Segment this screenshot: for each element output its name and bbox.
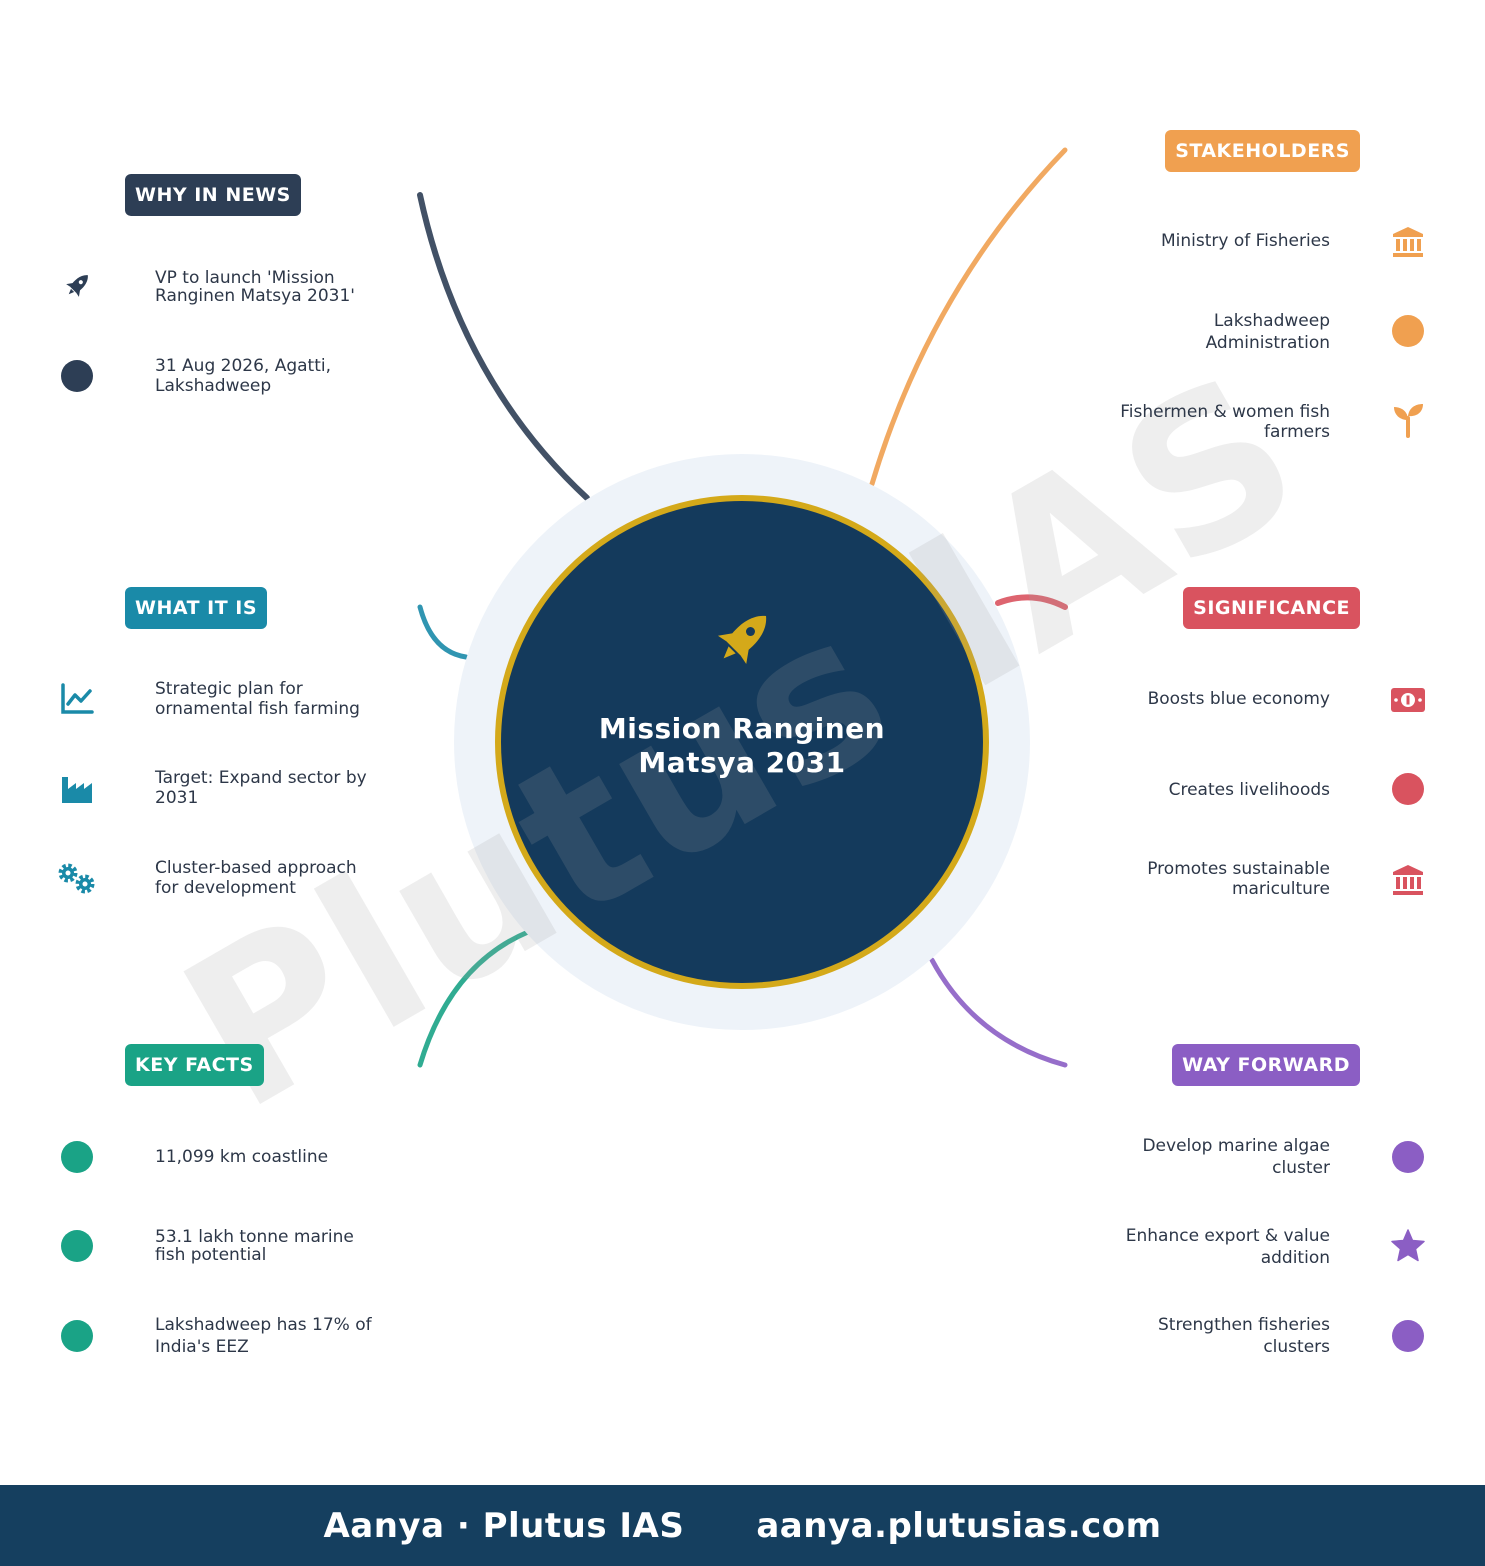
footer-bar: Aanya · Plutus IAS aanya.plutusias.com xyxy=(0,1485,1485,1566)
circle-icon xyxy=(57,1316,97,1356)
item-line: ornamental fish farming xyxy=(155,699,360,719)
stakeholders-item-2: Lakshadweep Administration xyxy=(1090,311,1330,353)
chart-line-icon xyxy=(57,679,97,719)
connector-stakeholders xyxy=(869,147,1068,487)
item-line: VP to launch 'Mission xyxy=(155,268,335,288)
item-line: clusters xyxy=(1263,1337,1330,1357)
footer-url[interactable]: aanya.plutusias.com xyxy=(756,1505,1162,1546)
item-line: 53.1 lakh tonne marine xyxy=(155,1227,354,1247)
circle-icon xyxy=(1388,1316,1428,1356)
item-line: Ranginen Matsya 2031' xyxy=(155,286,355,306)
gears-icon xyxy=(57,858,97,898)
way-forward-item-3: Strengthen fisheries clusters xyxy=(1090,1315,1330,1357)
item-line: Lakshadweep xyxy=(1213,311,1330,331)
what-it-is-item-3: Cluster-based approach for development xyxy=(155,858,395,898)
item-line: fish potential xyxy=(155,1245,267,1265)
significance-item-2: Creates livelihoods xyxy=(1090,780,1330,800)
center-title-line2: Matsya 2031 xyxy=(638,746,846,779)
star-icon xyxy=(1388,1226,1428,1266)
significance-item-1: Boosts blue economy xyxy=(1090,689,1330,709)
item-line: Ministry of Fisheries xyxy=(1160,231,1330,251)
what-it-is-item-1: Strategic plan for ornamental fish farmi… xyxy=(155,679,395,719)
badge-why-in-news: WHY IN NEWS xyxy=(125,174,301,216)
landmark-icon xyxy=(1388,222,1428,262)
item-line: India's EEZ xyxy=(155,1337,249,1357)
badge-what-it-is: WHAT IT IS xyxy=(125,587,268,629)
circle-icon xyxy=(57,1226,97,1266)
badge-way-forward: WAY FORWARD xyxy=(1172,1044,1360,1086)
stakeholders-item-3: Fishermen & women fish farmers xyxy=(1090,402,1330,442)
circle-icon xyxy=(57,356,97,396)
way-forward-item-2: Enhance export & value addition xyxy=(1090,1226,1330,1268)
center-node xyxy=(495,495,989,989)
item-line: Fishermen & women fish xyxy=(1120,402,1330,422)
key-facts-item-3: Lakshadweep has 17% of India's EEZ xyxy=(155,1315,395,1357)
circle-icon xyxy=(1388,311,1428,351)
item-line: Cluster-based approach xyxy=(155,858,357,878)
badge-stakeholders: STAKEHOLDERS xyxy=(1165,130,1360,172)
connector-way-forward xyxy=(929,957,1068,1068)
badge-significance: SIGNIFICANCE xyxy=(1183,587,1360,629)
item-line: Creates livelihoods xyxy=(1168,780,1330,800)
industry-icon xyxy=(57,769,97,809)
item-line: Target: Expand sector by xyxy=(155,768,367,788)
connector-what-it-is xyxy=(417,604,469,660)
item-line: Lakshadweep xyxy=(155,376,272,396)
key-facts-item-1: 11,099 km coastline xyxy=(155,1147,395,1167)
circle-icon xyxy=(1388,769,1428,809)
badge-key-facts: KEY FACTS xyxy=(125,1044,264,1086)
rocket-icon xyxy=(57,266,97,306)
why-in-news-item-1: VP to launch 'Mission Ranginen Matsya 20… xyxy=(155,268,395,306)
item-line: Develop marine algae xyxy=(1142,1136,1330,1156)
center-title: Mission Ranginen Matsya 2031 xyxy=(542,712,942,780)
item-line: 31 Aug 2026, Agatti, xyxy=(155,356,332,376)
item-line: Enhance export & value xyxy=(1125,1226,1330,1246)
connector-key-facts xyxy=(417,929,531,1068)
connector-why-in-news xyxy=(417,192,590,501)
footer-brand: Aanya · Plutus IAS xyxy=(323,1505,685,1546)
what-it-is-item-2: Target: Expand sector by 2031 xyxy=(155,768,395,808)
center-title-line1: Mission Ranginen xyxy=(598,712,886,745)
item-line: Promotes sustainable xyxy=(1147,859,1330,879)
item-line: 2031 xyxy=(155,788,199,808)
connector-significance xyxy=(995,594,1068,610)
circle-icon xyxy=(1388,1137,1428,1177)
item-line: for development xyxy=(155,878,296,898)
money-bill-icon xyxy=(1388,680,1428,720)
way-forward-item-1: Develop marine algae cluster xyxy=(1090,1136,1330,1178)
item-line: Boosts blue economy xyxy=(1147,689,1330,709)
significance-item-3: Promotes sustainable mariculture xyxy=(1090,859,1330,899)
seedling-icon xyxy=(1388,400,1428,440)
item-line: mariculture xyxy=(1231,879,1330,899)
item-line: cluster xyxy=(1272,1158,1330,1178)
circle-icon xyxy=(57,1137,97,1177)
item-line: Strategic plan for xyxy=(155,679,303,699)
item-line: Strengthen fisheries xyxy=(1157,1315,1330,1335)
item-line: farmers xyxy=(1264,422,1330,442)
stakeholders-item-1: Ministry of Fisheries xyxy=(1090,231,1330,251)
item-line: Lakshadweep has 17% of xyxy=(155,1315,372,1335)
item-line: 11,099 km coastline xyxy=(155,1147,329,1167)
item-line: Administration xyxy=(1205,333,1330,353)
item-line: addition xyxy=(1260,1248,1330,1268)
landmark-icon xyxy=(1388,860,1428,900)
why-in-news-item-2: 31 Aug 2026, Agatti, Lakshadweep xyxy=(155,356,395,396)
key-facts-item-2: 53.1 lakh tonne marine fish potential xyxy=(155,1227,395,1265)
